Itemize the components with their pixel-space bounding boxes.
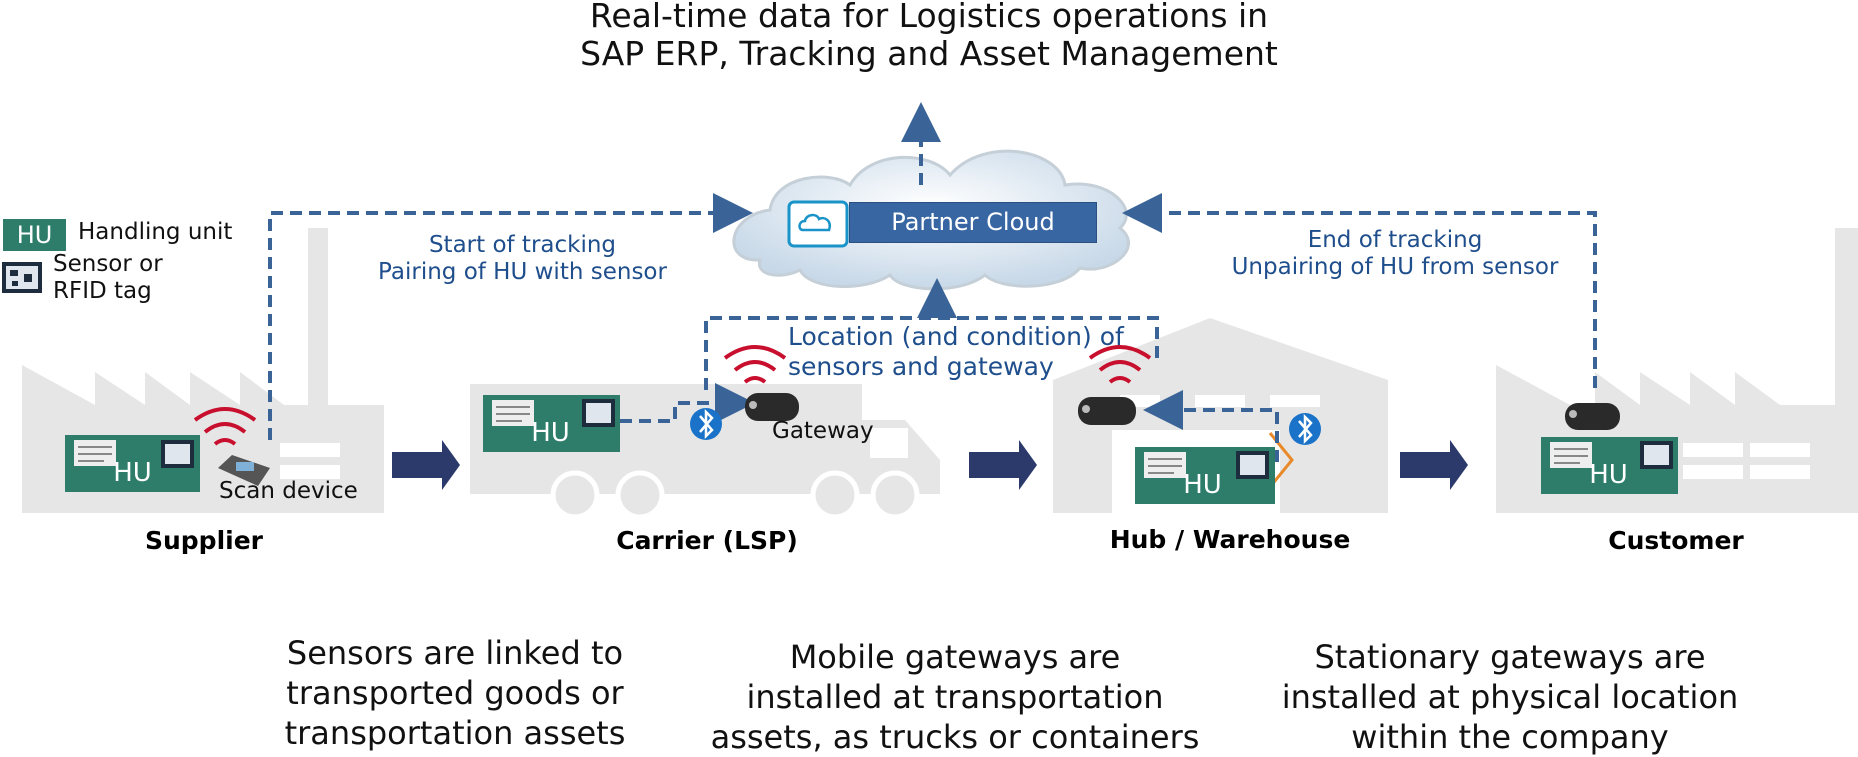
sensors-description-line2: transported goods or [286,674,624,712]
start-tracking-label-line2: Pairing of HU with sensor [378,259,667,285]
truck-gateway-signal-icon [723,345,787,384]
mobile-gateways-description-line3: assets, as trucks or containers [710,718,1200,756]
cloud-service-icon [787,200,849,248]
mobile-gateways-description-line1: Mobile gateways are [789,638,1121,676]
diagram-title-line2: SAP ERP, Tracking and Asset Management [580,34,1278,73]
start-tracking-flow [268,193,753,440]
warehouse-gateway-signal-icon [1088,345,1152,384]
location-label-line1: Location (and condition) of [788,322,1124,351]
customer-sensor-icon [1565,403,1620,430]
end-tracking-label-line2: Unpairing of HU from sensor [1231,254,1559,280]
stage-label-carrier: Carrier (LSP) [616,526,798,555]
stage-arrow-3 [1400,440,1468,490]
carrier-hu-box [483,395,620,452]
stationary-gateways-description-line3: within the company [1351,718,1669,756]
stationary-gateways-description-line1: Stationary gateways are [1314,638,1706,676]
truck-gateway-icon [745,393,799,421]
stage-label-customer: Customer [1608,526,1744,555]
warehouse-hu-label: HU [1183,470,1222,500]
legend-sensor-icon [2,262,42,293]
truck-bluetooth-icon [690,408,722,440]
sensors-description-line3: transportation assets [284,714,626,752]
warehouse-hu-box [1135,447,1275,504]
customer-hu-box [1541,437,1678,494]
supplier-hu-label: HU [113,458,152,488]
partner-cloud-label: Partner Cloud [849,202,1097,243]
start-tracking-label-line1: Start of tracking [428,232,617,258]
location-label-line2: sensors and gateway [788,352,1054,381]
scan-device-signal-icon [193,407,257,446]
stage-label-supplier: Supplier [144,526,264,555]
truck-hu-to-gateway-flow [620,383,755,423]
stage-arrow-1 [392,440,460,490]
stage-label-warehouse: Hub / Warehouse [1109,525,1351,554]
mobile-gateways-description-line2: installed at transportation [746,678,1164,716]
sensors-description-line1: Sensors are linked to [286,634,624,672]
legend-sensor-label-line1: Sensor or [53,251,163,277]
carrier-hu-label: HU [531,418,570,448]
legend-hu-badge: HU [3,219,66,251]
customer-hu-label: HU [1589,460,1628,490]
scan-device-label: Scan device [219,478,358,504]
legend-sensor-label-line2: RFID tag [53,278,152,304]
stage-arrow-2 [969,440,1037,490]
supplier-hu-box [65,435,200,492]
stationary-gateways-description-line2: installed at physical location [1281,678,1739,716]
end-tracking-flow [1122,193,1597,388]
gateway-label: Gateway [772,418,874,444]
warehouse-bluetooth-icon [1289,413,1321,445]
scan-device-icon [218,455,270,486]
diagram-title-line1: Real-time data for Logistics operations … [589,0,1269,35]
end-tracking-label-line1: End of tracking [1307,227,1483,253]
legend-hu-label: Handling unit [78,219,233,245]
warehouse-gateway-icon [1078,397,1136,425]
